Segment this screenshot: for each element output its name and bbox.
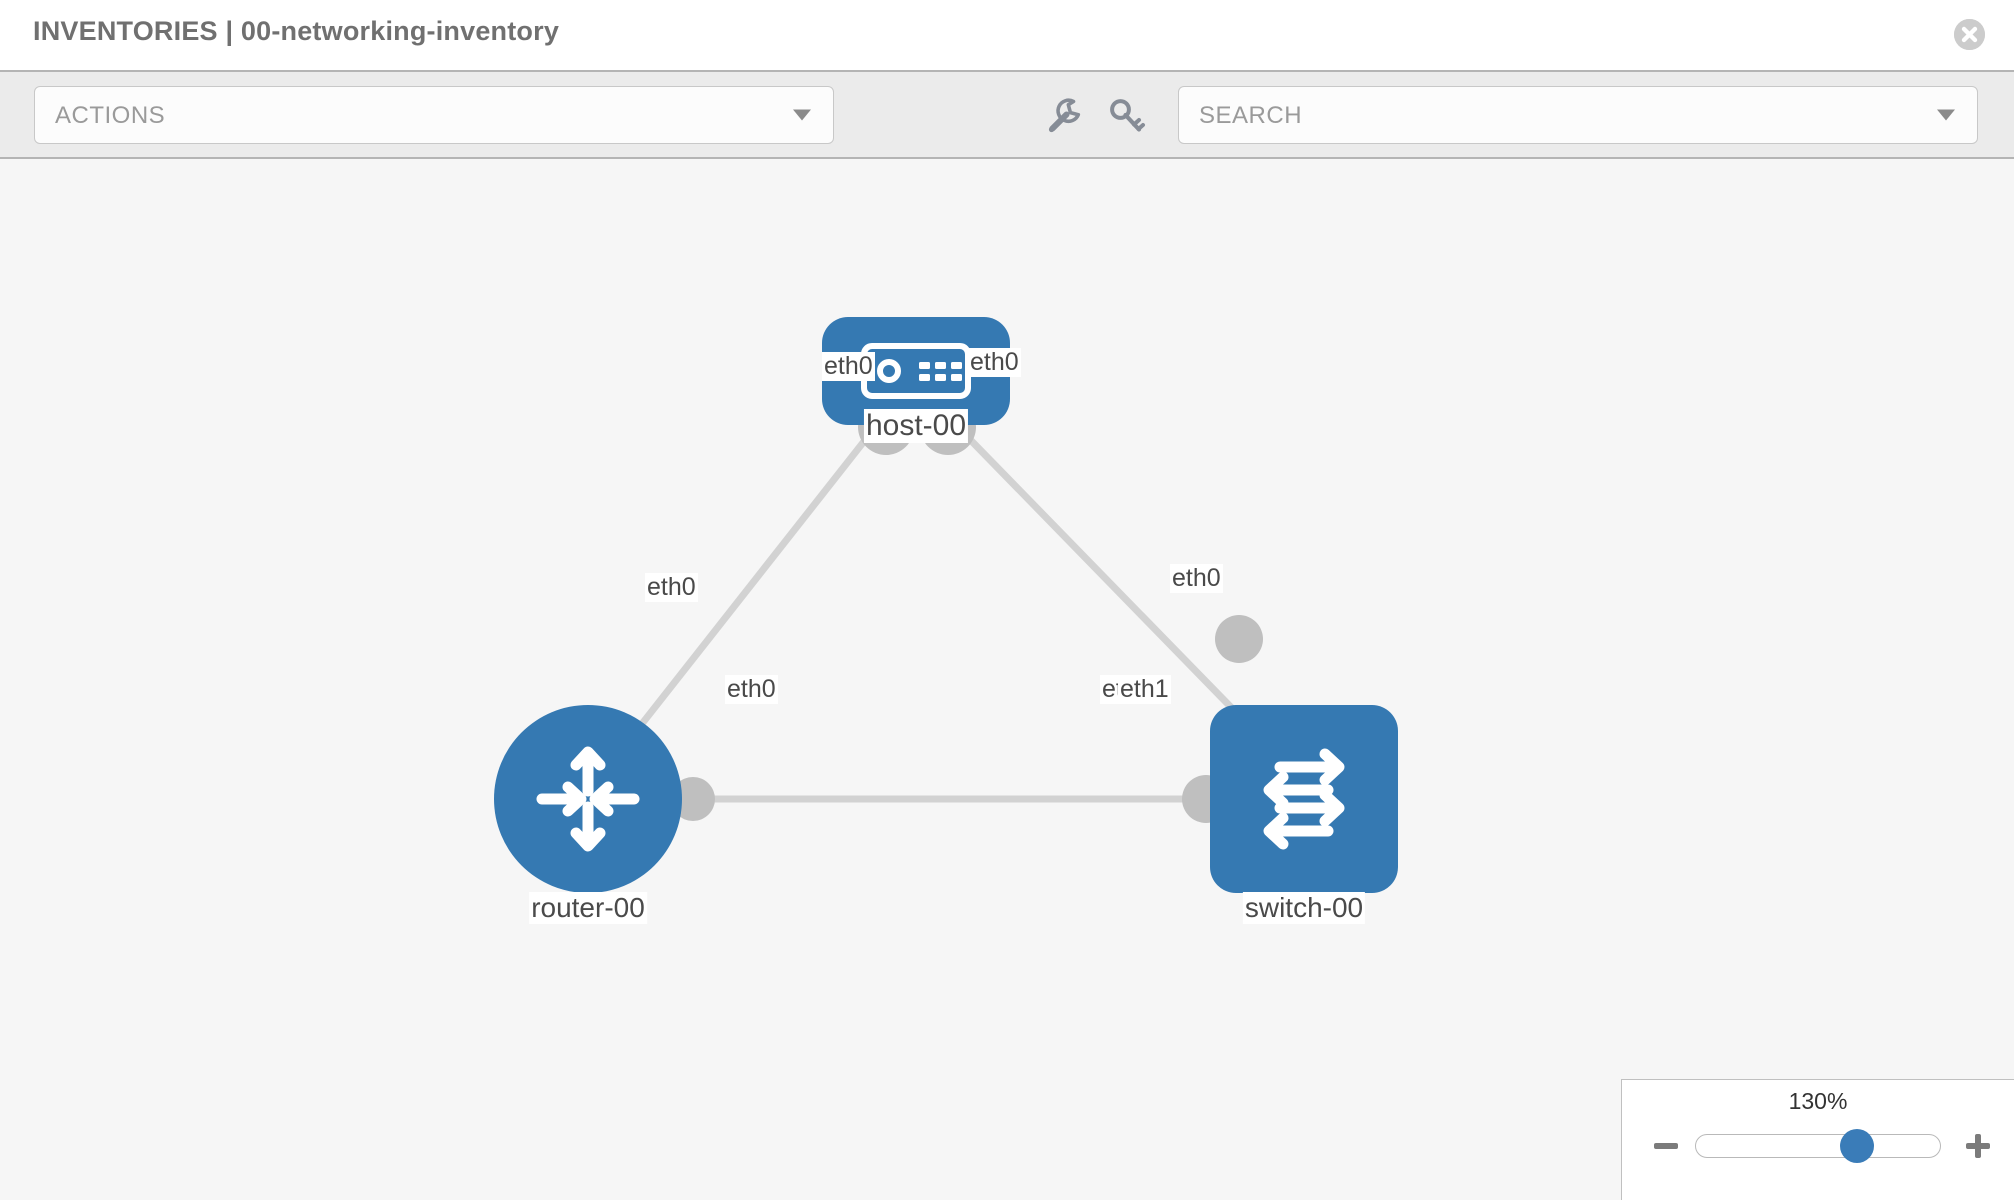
node-label-router-00: router-00 <box>529 892 647 924</box>
switch-arrows-icon[interactable] <box>1210 705 1398 893</box>
iface-label-host-left-eth0[interactable]: eth0 <box>822 352 875 381</box>
search-placeholder: SEARCH <box>1199 102 1303 129</box>
router-arrows-icon[interactable] <box>494 705 682 893</box>
topology-links <box>627 399 1265 823</box>
socket-switch-top <box>1215 615 1263 663</box>
toolbar: ACTIONS SEARCH <box>0 70 2014 159</box>
link-host-switch <box>949 418 1265 742</box>
zoom-slider-thumb[interactable] <box>1840 1129 1875 1163</box>
topology-canvas[interactable]: host-00 <box>0 159 2014 1200</box>
iface-label-switch-left-eth1[interactable]: eth1 <box>1118 675 1171 704</box>
node-label-switch-00: switch-00 <box>1242 892 1366 924</box>
key-icon[interactable] <box>1104 94 1148 138</box>
node-label-host-00: host-00 <box>863 409 969 443</box>
page-header: INVENTORIES | 00-networking-inventory <box>0 0 2014 70</box>
topology-node-router-00[interactable]: router-00 <box>494 705 682 924</box>
chevron-down-icon[interactable] <box>1937 109 1955 121</box>
zoom-slider-row <box>1622 1126 2014 1166</box>
iface-label-router-right-eth0[interactable]: eth0 <box>725 675 778 704</box>
topology-node-switch-00[interactable]: switch-00 <box>1210 705 1398 924</box>
iface-label-switch-up-eth0[interactable]: eth0 <box>1170 564 1223 593</box>
actions-dropdown[interactable]: ACTIONS <box>34 86 834 144</box>
close-icon[interactable] <box>1954 19 1985 50</box>
link-host-router <box>627 418 883 742</box>
zoom-control-panel: 130% <box>1621 1079 2014 1200</box>
wrench-icon[interactable] <box>1042 94 1086 138</box>
iface-label-host-right-eth0[interactable]: eth0 <box>968 348 1021 377</box>
actions-dropdown-label: ACTIONS <box>55 102 166 129</box>
plus-icon[interactable] <box>1964 1132 1992 1160</box>
zoom-level-value: 130% <box>1788 1088 1848 1114</box>
chevron-down-icon <box>793 109 811 121</box>
minus-icon[interactable] <box>1652 1132 1680 1160</box>
socket-router-right <box>671 777 715 821</box>
page-title: INVENTORIES | 00-networking-inventory <box>33 16 560 46</box>
search-input[interactable]: SEARCH <box>1178 86 1978 144</box>
zoom-slider[interactable] <box>1695 1129 1941 1163</box>
iface-label-router-up-eth0[interactable]: eth0 <box>645 573 698 602</box>
